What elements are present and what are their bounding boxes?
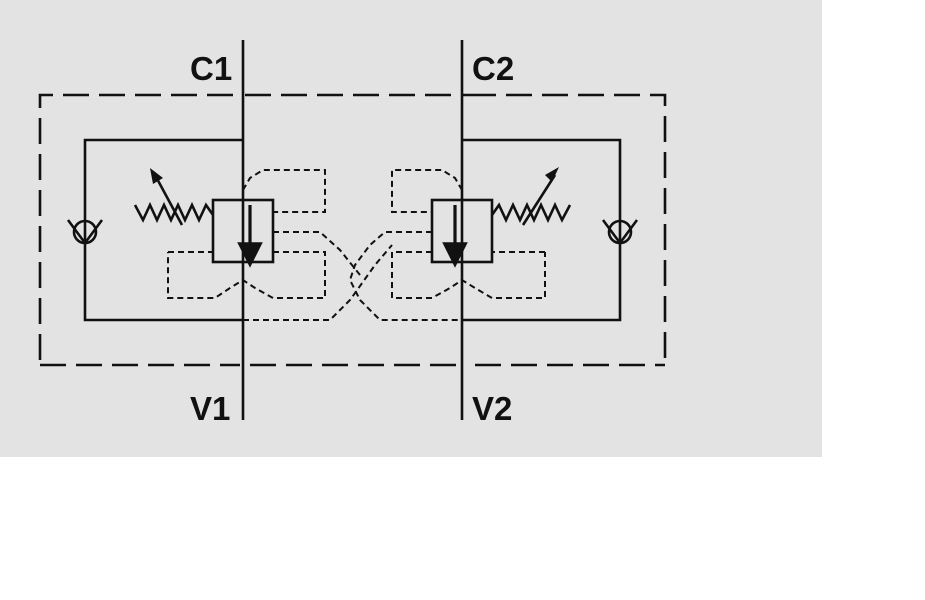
right-check-valve xyxy=(601,219,639,246)
right-pilot-lines xyxy=(348,169,546,321)
port-label-c2: C2 xyxy=(472,50,514,87)
right-adjustable-spring xyxy=(490,167,572,226)
port-label-c1: C1 xyxy=(190,50,232,87)
left-check-valve xyxy=(66,219,104,246)
right-valve-box xyxy=(430,198,494,268)
right-bypass-loop xyxy=(462,138,622,322)
left-pilot-lines xyxy=(167,169,393,321)
port-label-v2: V2 xyxy=(472,390,512,427)
left-bypass-loop xyxy=(83,138,243,322)
left-valve-box xyxy=(211,198,275,268)
left-adjustable-spring xyxy=(133,168,215,226)
port-label-v1: V1 xyxy=(190,390,230,427)
diagram-background xyxy=(0,0,822,457)
body-envelope xyxy=(38,93,667,367)
